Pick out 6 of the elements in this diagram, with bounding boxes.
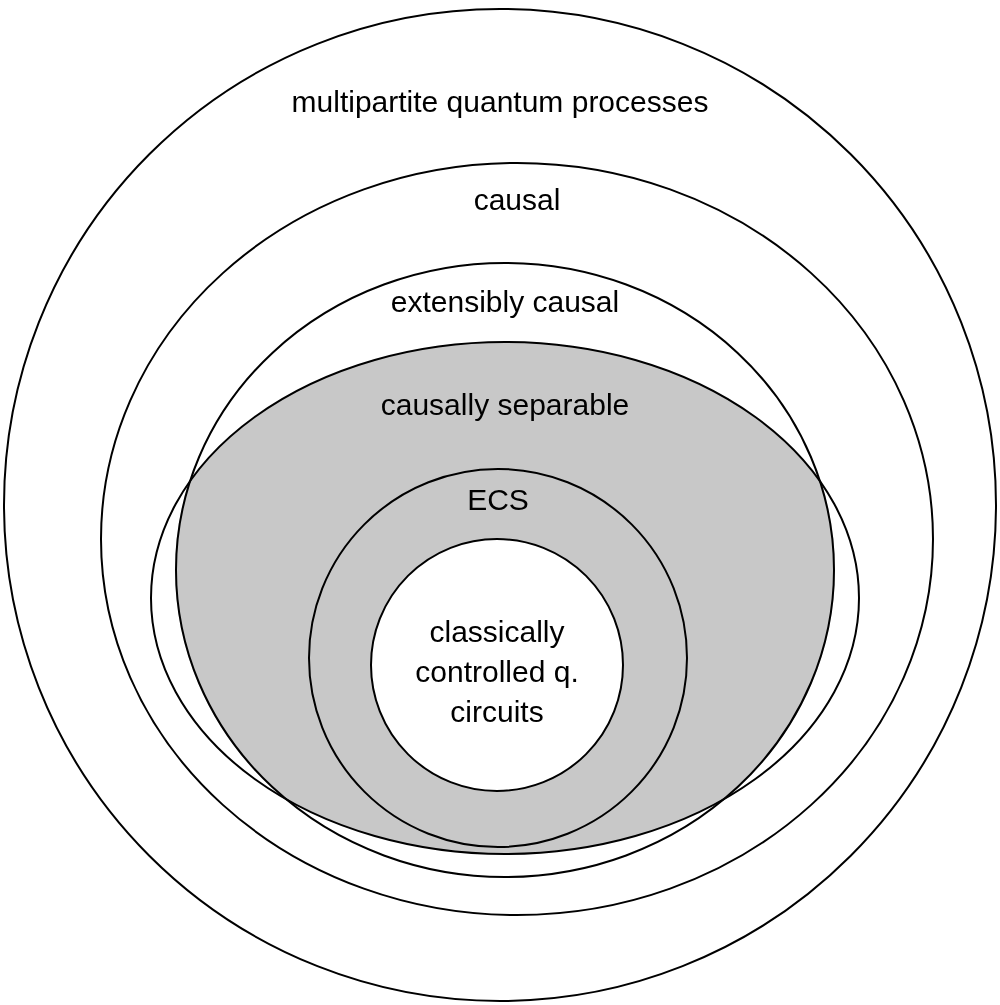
set-label: causally separable [379,387,631,423]
set-label: extensibly causal [389,284,621,320]
set-label: causal [472,182,562,218]
set-label: ECS [466,482,530,518]
set-label: multipartite quantum processes [290,84,710,120]
set-label: classically controlled q. circuits [414,614,580,730]
